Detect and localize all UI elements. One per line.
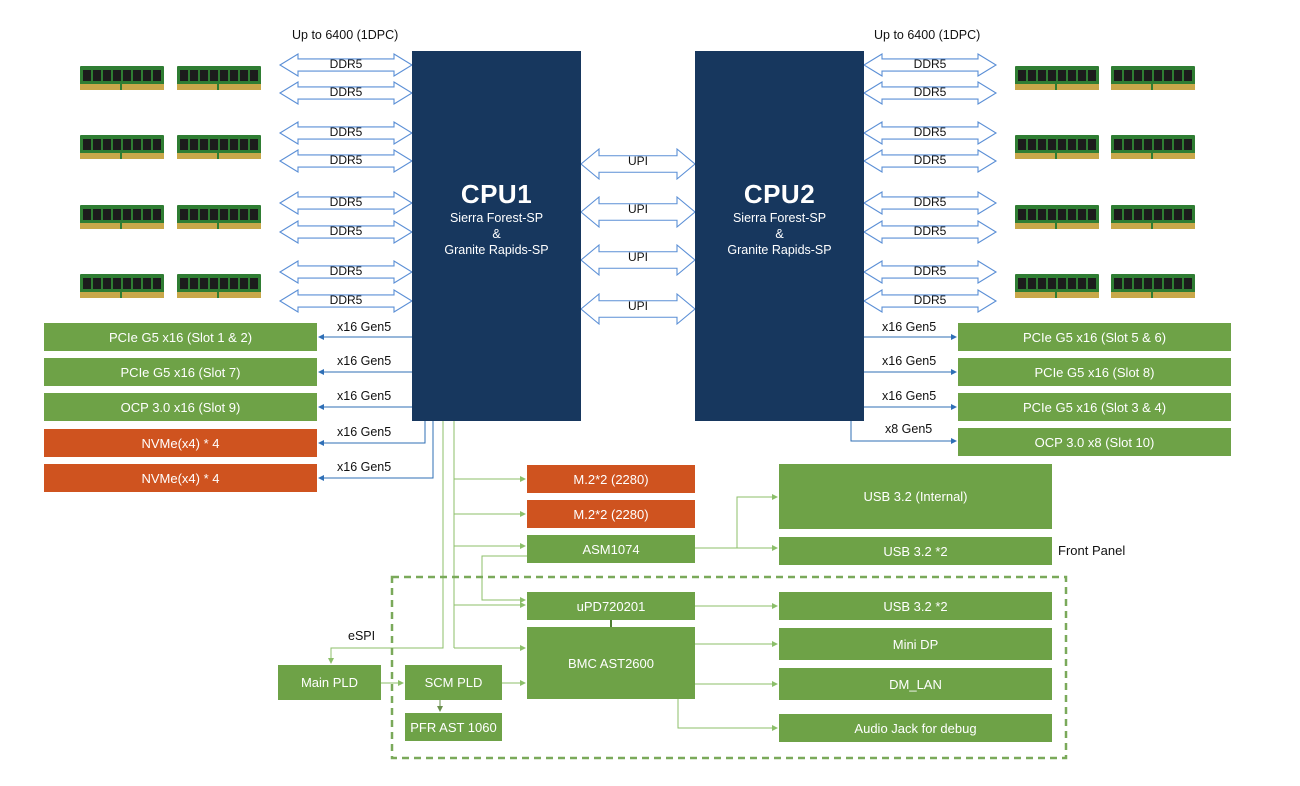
ocp-slot-10: OCP 3.0 x8 (Slot 10) [958, 428, 1231, 456]
ocp-slot-9: OCP 3.0 x16 (Slot 9) [44, 393, 317, 421]
pfr-ast1060: PFR AST 1060 [405, 713, 502, 741]
ddr5-label: DDR5 [913, 85, 947, 99]
ddr5-link-cpu2 [862, 121, 998, 145]
ddr5-label: DDR5 [913, 264, 947, 278]
front-panel-label: Front Panel [1058, 543, 1126, 558]
dimm-module [1015, 66, 1099, 90]
cpu2-block: CPU2 Sierra Forest-SP & Granite Rapids-S… [695, 51, 864, 421]
m2-module-a: M.2*2 (2280) [527, 465, 695, 493]
ddr5-label: DDR5 [913, 195, 947, 209]
nvme-group-1: NVMe(x4) * 4 [44, 429, 317, 457]
cpu1-line3: Granite Rapids-SP [444, 243, 549, 257]
cpu2-link-label: x16 Gen5 [882, 320, 937, 334]
dimm-module [1111, 205, 1195, 229]
cpu2-line2: & [775, 227, 784, 241]
dimm-module [1111, 274, 1195, 298]
ddr5-label: DDR5 [329, 264, 363, 278]
cpu2-link-label: x16 Gen5 [882, 354, 937, 368]
usb-internal: USB 3.2 (Internal) [779, 464, 1052, 529]
ddr5-label: DDR5 [329, 195, 363, 209]
audio-link [677, 699, 778, 731]
pcie-slot-1-2: PCIe G5 x16 (Slot 1 & 2) [44, 323, 317, 351]
dimm-module [80, 135, 164, 159]
pcie-slot-8: PCIe G5 x16 (Slot 8) [958, 358, 1231, 386]
cpu1-title: CPU1 [460, 179, 533, 209]
pcie-slot-3-4: PCIe G5 x16 (Slot 3 & 4) [958, 393, 1231, 421]
ddr5-label: DDR5 [913, 125, 947, 139]
bmc-domain-boundary [390, 575, 1068, 760]
cpu1-link-label: x16 Gen5 [337, 460, 392, 474]
dimm-module [80, 205, 164, 229]
espi-link [328, 421, 444, 664]
cpu2-line3: Granite Rapids-SP [727, 243, 832, 257]
cpu2-line1: Sierra Forest-SP [732, 211, 827, 225]
cpu1-line2: & [492, 227, 501, 241]
dimm-module [80, 66, 164, 90]
ddr5-label: DDR5 [913, 224, 947, 238]
cpu2-link-label: x16 Gen5 [882, 389, 937, 403]
bmc-ast2600: BMC AST2600 [527, 627, 695, 699]
ddr5-label: DDR5 [329, 153, 363, 167]
cpu1-link-label: x16 Gen5 [337, 320, 392, 334]
dimm-module [1111, 135, 1195, 159]
dimm-module [1015, 274, 1099, 298]
upi-label: UPI [627, 299, 648, 313]
ddr5-label: DDR5 [913, 153, 947, 167]
cpu1-link-label: x16 Gen5 [337, 425, 392, 439]
upi-label: UPI [627, 250, 648, 264]
memory-speed-left: Up to 6400 (1DPC) [292, 28, 399, 42]
ddr5-label: DDR5 [913, 293, 947, 307]
cpu1-line1: Sierra Forest-SP [449, 211, 544, 225]
upi-label: UPI [627, 202, 648, 216]
dimm-module [80, 274, 164, 298]
ddr5-link-cpu2 [862, 191, 998, 215]
m2-module-b: M.2*2 (2280) [527, 500, 695, 528]
dimm-module [177, 205, 261, 229]
nvme-group-2: NVMe(x4) * 4 [44, 464, 317, 492]
upi-label: UPI [627, 154, 648, 168]
nvme-link [318, 421, 426, 446]
pcie-slot-7: PCIe G5 x16 (Slot 7) [44, 358, 317, 386]
ddr5-label: DDR5 [329, 125, 363, 139]
dimm-module [1015, 205, 1099, 229]
ddr5-label: DDR5 [329, 224, 363, 238]
usb-rear: USB 3.2 *2 [779, 592, 1052, 620]
usb-internal-link [695, 494, 778, 549]
ddr5-label: DDR5 [329, 57, 363, 71]
ddr5-link-cpu2 [862, 81, 998, 105]
ddr5-link-cpu2 [862, 289, 998, 313]
ocp-link [850, 421, 957, 444]
cpu1-link-label: x16 Gen5 [337, 354, 392, 368]
audio-jack: Audio Jack for debug [779, 714, 1052, 742]
mini-dp: Mini DP [779, 628, 1052, 660]
ddr5-label: DDR5 [913, 57, 947, 71]
asm1074-hub: ASM1074 [527, 535, 695, 563]
ddr5-link-cpu2 [862, 53, 998, 77]
dimm-module [1111, 66, 1195, 90]
cpu2-title: CPU2 [743, 179, 816, 209]
ddr5-link-cpu2 [862, 149, 998, 173]
usb-front: USB 3.2 *2 [779, 537, 1052, 565]
upd720201-controller: uPD720201 [527, 592, 695, 620]
cpu1-block: CPU1 Sierra Forest-SP & Granite Rapids-S… [412, 51, 581, 421]
cpu2-link-label: x8 Gen5 [885, 422, 933, 436]
dimm-module [1015, 135, 1099, 159]
pcie-slot-5-6: PCIe G5 x16 (Slot 5 & 6) [958, 323, 1231, 351]
cpu1-link-label: x16 Gen5 [337, 389, 392, 403]
scm-pld: SCM PLD [405, 665, 502, 700]
dimm-module [177, 135, 261, 159]
main-pld: Main PLD [278, 665, 381, 700]
ddr5-link-cpu2 [862, 260, 998, 284]
dm-lan: DM_LAN [779, 668, 1052, 700]
nvme-link [318, 421, 434, 481]
ddr5-label: DDR5 [329, 293, 363, 307]
dimm-module [177, 274, 261, 298]
memory-speed-right: Up to 6400 (1DPC) [874, 28, 981, 42]
ddr5-link-cpu2 [862, 220, 998, 244]
espi-label: eSPI [348, 629, 376, 643]
ddr5-label: DDR5 [329, 85, 363, 99]
dimm-module [177, 66, 261, 90]
